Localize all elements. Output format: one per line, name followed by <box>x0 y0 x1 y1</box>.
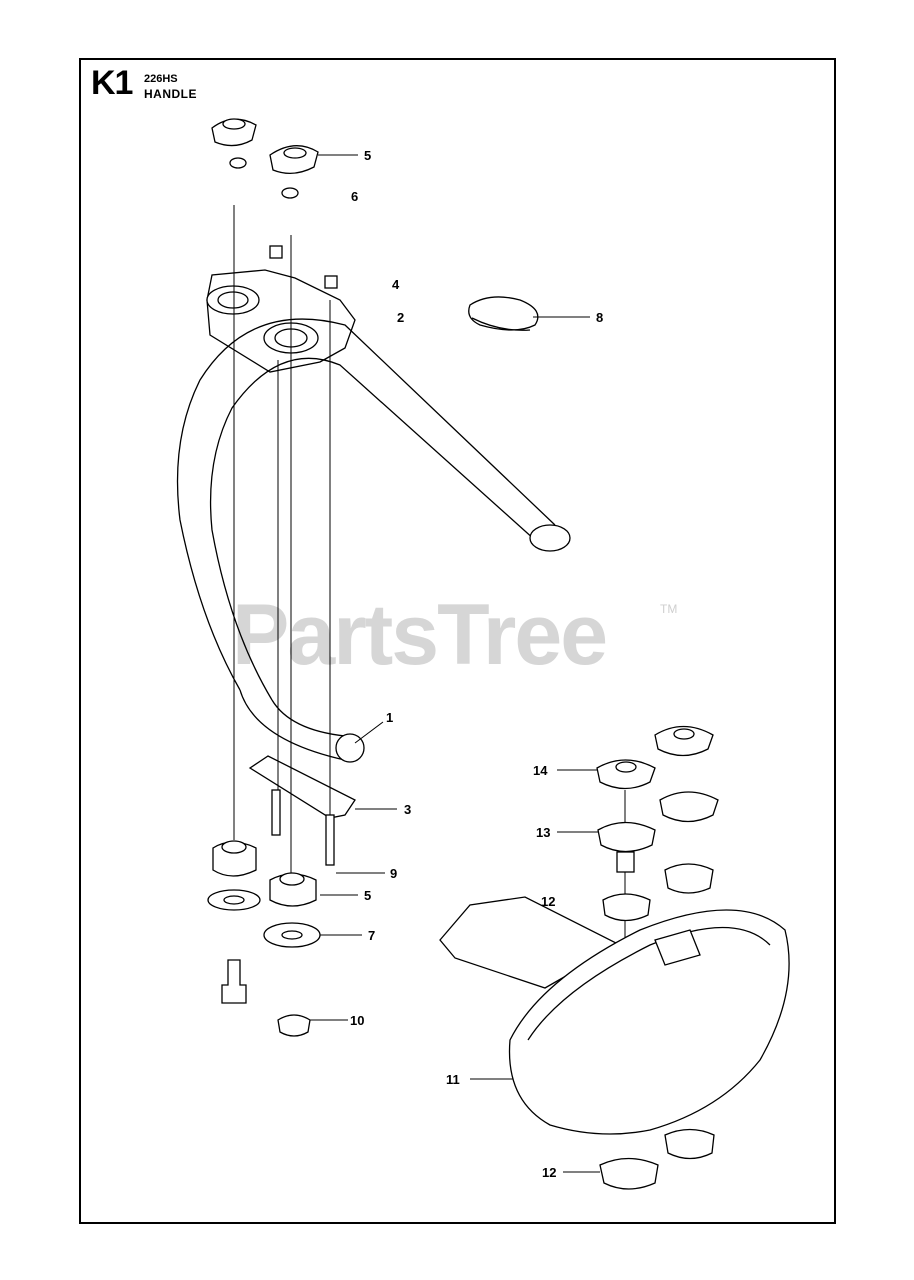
handle-clamp <box>206 245 356 373</box>
cable-tie <box>468 296 539 331</box>
callout-6: 6 <box>351 189 358 204</box>
callout-4: 4 <box>392 277 400 292</box>
section-name: HANDLE <box>144 87 197 101</box>
callout-8: 8 <box>596 310 603 325</box>
callout-10: 10 <box>350 1013 364 1028</box>
assembly-guide-lines <box>233 205 626 950</box>
bolt-left <box>271 789 281 836</box>
handle-tube <box>176 318 571 763</box>
callout-7: 7 <box>368 928 375 943</box>
watermark-trademark: TM <box>660 602 678 616</box>
guard-shield <box>439 896 790 1135</box>
callout-5-bottom: 5 <box>364 888 371 903</box>
callout-5-top: 5 <box>364 148 371 163</box>
callout-13: 13 <box>536 825 550 840</box>
watermark: PartsTree <box>232 587 608 683</box>
section-code: K1 <box>91 64 133 102</box>
handle-bracket <box>248 755 356 819</box>
callout-11: 11 <box>446 1072 460 1087</box>
lower-parts-left <box>207 840 261 1004</box>
callout-2: 2 <box>397 310 404 325</box>
callout-1: 1 <box>386 710 393 725</box>
callout-14: 14 <box>533 763 548 778</box>
diagram-frame <box>79 58 836 1224</box>
model-number: 226HS <box>144 73 178 85</box>
callout-3: 3 <box>404 802 411 817</box>
callout-12-bottom: 12 <box>542 1165 556 1180</box>
grommet-top-right <box>269 145 319 199</box>
grommets-right <box>596 725 719 1190</box>
grommet-top-left <box>211 118 257 169</box>
callout-9: 9 <box>390 866 397 881</box>
callout-12-top: 12 <box>541 894 555 909</box>
bolt-right <box>325 814 335 866</box>
lower-parts-right <box>263 872 321 1037</box>
callout-leaders <box>310 154 600 1173</box>
